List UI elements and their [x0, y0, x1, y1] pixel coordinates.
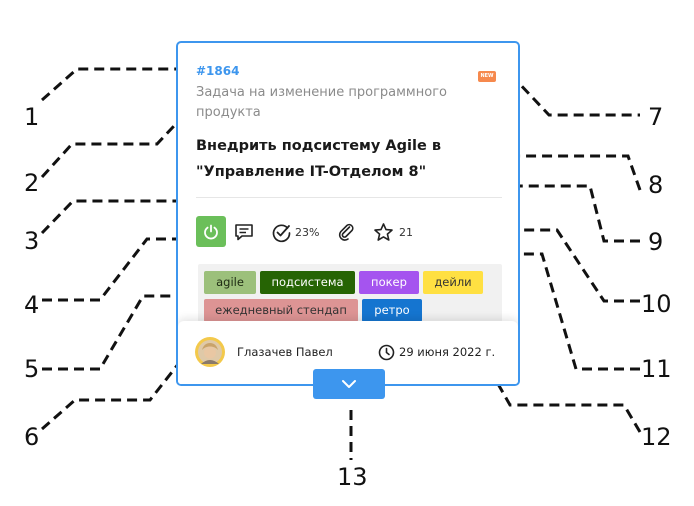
- callout-4: 4: [24, 291, 40, 319]
- callout-9: 9: [648, 228, 664, 256]
- checklist-progress-icon[interactable]: [270, 221, 292, 243]
- clock-icon: [377, 343, 395, 361]
- task-type: Задача на изменение программного продукт…: [196, 85, 447, 120]
- callout-13: 13: [337, 463, 368, 491]
- divider: [196, 197, 502, 198]
- tag-daily[interactable]: дейли: [423, 271, 483, 294]
- author-name[interactable]: Глазачев Павел: [237, 345, 333, 359]
- due-date: 29 июня 2022 г.: [399, 345, 496, 359]
- avatar[interactable]: [195, 337, 225, 367]
- progress-value: 23%: [295, 226, 320, 239]
- callout-2: 2: [24, 169, 40, 197]
- callout-8: 8: [648, 171, 664, 199]
- tag-poker[interactable]: покер: [359, 271, 419, 294]
- callout-6: 6: [24, 423, 40, 451]
- power-icon: [204, 224, 218, 239]
- task-card[interactable]: #1864 NEW Задача на изменение программно…: [176, 41, 520, 386]
- callout-1: 1: [24, 103, 40, 131]
- attachment-icon[interactable]: [336, 221, 356, 243]
- tag-daily-standup[interactable]: ежедневный стендап: [204, 299, 358, 322]
- callout-11: 11: [641, 355, 672, 383]
- task-title[interactable]: Внедрить подсистему Agile в "Управление …: [196, 138, 442, 180]
- callout-12: 12: [641, 423, 672, 451]
- tag-subsystem[interactable]: подсистема: [260, 271, 355, 294]
- callout-5: 5: [24, 355, 40, 383]
- tags-area: agile подсистема покер дейли ежедневный …: [198, 264, 502, 322]
- chevron-down-icon: [342, 380, 356, 388]
- tag-retro[interactable]: ретро: [362, 299, 422, 322]
- callout-3: 3: [24, 227, 40, 255]
- status-toggle-button[interactable]: [196, 216, 226, 247]
- new-badge: NEW: [478, 71, 496, 82]
- callout-7: 7: [648, 103, 664, 131]
- comments-icon[interactable]: [233, 222, 255, 242]
- task-id[interactable]: #1864: [196, 64, 240, 78]
- expand-button[interactable]: [313, 369, 385, 399]
- tag-agile[interactable]: agile: [204, 271, 256, 294]
- star-icon[interactable]: [372, 221, 394, 243]
- stars-count: 21: [399, 226, 413, 239]
- callout-10: 10: [641, 290, 672, 318]
